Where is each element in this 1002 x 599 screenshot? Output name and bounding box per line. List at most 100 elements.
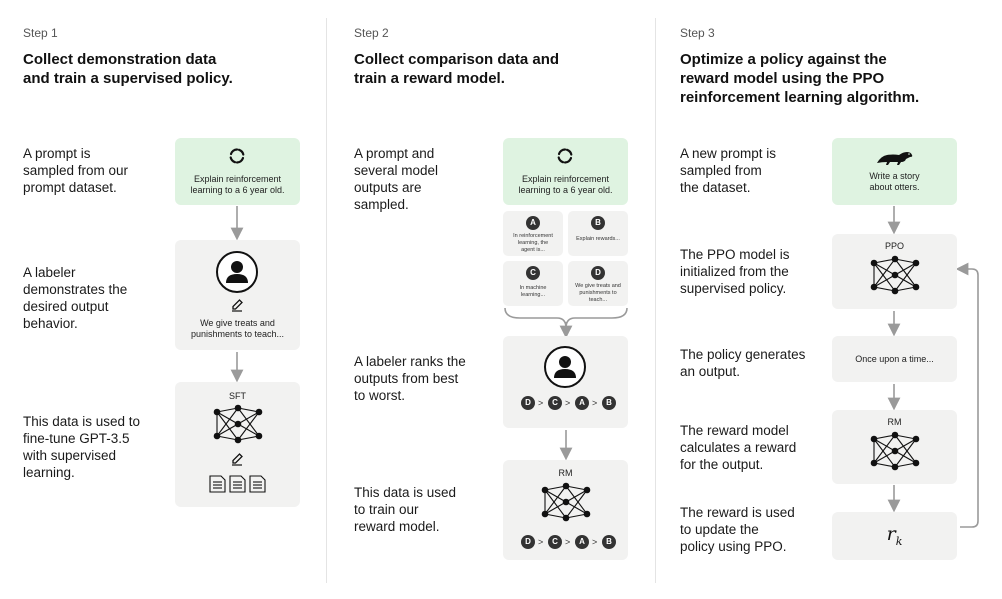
rank-separator: > [592, 398, 598, 408]
desc-line: A labeler ranks the [354, 354, 466, 369]
step2-prompt-text: Explain reinforcement learning to a 6 ye… [503, 174, 628, 196]
step3-output-card: Once upon a time... [832, 336, 957, 382]
pencil-icon [232, 299, 243, 312]
step3-title: Optimize a policy against the reward mod… [680, 50, 919, 107]
output-text-d: We give treats and punishments to teach.… [570, 283, 626, 304]
output-badge-a: A [526, 216, 540, 230]
step3-rm-card: RM [832, 410, 957, 484]
desc-line: This data is used [354, 485, 457, 500]
desc-line: desired output [23, 299, 109, 314]
desc-line: demonstrates the [23, 282, 128, 297]
desc-line: The policy generates [680, 347, 806, 362]
step2-label: Step 2 [354, 26, 389, 40]
output-line: In machine [519, 285, 547, 291]
output-badge-c: C [526, 266, 540, 280]
desc-line: A new prompt is [680, 146, 777, 161]
desc-line: initialized from the [680, 264, 789, 279]
rm-label: RM [887, 417, 902, 427]
step3-desc-update: The reward is used to update the policy … [680, 504, 795, 555]
step2-ranking-card: D > C > A > B [503, 336, 628, 428]
step2-desc-ranking: A labeler ranks the outputs from best to… [354, 353, 466, 404]
step3-desc-prompt: A new prompt is sampled from the dataset… [680, 145, 776, 196]
step1-demo-text: We give treats and punishments to teach.… [175, 318, 300, 340]
step3-prompt-card: Write a story about otters. [832, 138, 957, 205]
otter-icon [877, 152, 913, 165]
rank-badge-2: C [548, 396, 562, 410]
step3-title-line-2: reward model using the PPO [680, 70, 885, 87]
step1-sft-card: SFT [175, 382, 300, 507]
output-text-b: Explain rewards... [570, 236, 626, 243]
desc-line: reward model. [354, 519, 440, 534]
output-card-a: A In reinforcement learning, the agent i… [503, 211, 563, 256]
desc-line: to train our [354, 502, 419, 517]
reward-symbol: r [886, 523, 896, 545]
desc-line: several model [354, 163, 439, 178]
output-line: learning... [520, 292, 546, 298]
column-divider-2 [655, 18, 656, 583]
output-line: We give treats and [575, 283, 621, 289]
step3-ppo-card: PPO [832, 234, 957, 309]
step1-title-line-1: Collect demonstration data [23, 51, 217, 68]
step1-label: Step 1 [23, 26, 58, 40]
step3-desc-generate: The policy generates an output. [680, 346, 805, 380]
rm-rank-badge-1: D [521, 535, 535, 549]
output-line: Explain rewards... [576, 236, 620, 242]
desc-line: behavior. [23, 316, 78, 331]
rank-separator: > [565, 537, 571, 547]
card-line: Explain reinforcement [193, 174, 282, 184]
card-line: Write a story [869, 171, 920, 181]
step3-title-line-1: Optimize a policy against the [680, 51, 887, 68]
step1-desc-prompt: A prompt is sampled from our prompt data… [23, 145, 128, 196]
desc-line: The PPO model is [680, 247, 790, 262]
reward-value: rk [832, 523, 957, 548]
rm-rank-badge-4: B [602, 535, 616, 549]
step3-desc-ppo-init: The PPO model is initialized from the su… [680, 246, 790, 297]
step2-title: Collect comparison data and train a rewa… [354, 50, 559, 88]
neural-network-icon [213, 404, 263, 444]
neural-network-icon [541, 482, 591, 522]
desc-line: This data is used to [23, 414, 141, 429]
rm-rank-badge-2: C [548, 535, 562, 549]
step2-prompt-card: Explain reinforcement learning to a 6 ye… [503, 138, 628, 205]
step1-title: Collect demonstration data and train a s… [23, 50, 233, 88]
step2-rm-card: RM D > C > A > B [503, 460, 628, 560]
step2-desc-prompt: A prompt and several model outputs are s… [354, 145, 438, 213]
card-line: learning to a 6 year old. [190, 185, 285, 195]
rank-badge-4: B [602, 396, 616, 410]
neural-network-icon [870, 431, 920, 471]
card-line: about otters. [869, 182, 920, 192]
desc-line: The reward model [680, 423, 789, 438]
output-text-a: In reinforcement learning, the agent is.… [505, 233, 561, 254]
output-line: teach... [588, 297, 608, 303]
output-line: learning, the [517, 240, 549, 246]
rank-badge-3: A [575, 396, 589, 410]
output-card-c: C In machine learning... [503, 261, 563, 306]
card-line: learning to a 6 year old. [518, 185, 613, 195]
step2-title-line-2: train a reward model. [354, 70, 505, 87]
desc-line: sampled. [354, 197, 409, 212]
rank-badge-1: D [521, 396, 535, 410]
desc-line: the dataset. [680, 180, 751, 195]
output-line: agent is... [521, 247, 545, 253]
documents-icon [209, 475, 266, 493]
output-card-b: B Explain rewards... [568, 211, 628, 256]
ppo-label: PPO [884, 241, 904, 251]
output-card-d: D We give treats and punishments to teac… [568, 261, 628, 306]
desc-line: learning. [23, 465, 75, 480]
step3-desc-reward-calc: The reward model calculates a reward for… [680, 422, 796, 473]
neural-network-icon [870, 255, 920, 295]
desc-line: policy using PPO. [680, 539, 787, 554]
desc-line: an output. [680, 364, 741, 379]
refresh-icon [229, 148, 245, 164]
output-text-c: In machine learning... [505, 285, 561, 299]
reward-subscript: k [895, 534, 903, 548]
refresh-icon [557, 148, 573, 164]
pencil-icon [232, 453, 243, 466]
step3-output-text: Once upon a time... [855, 354, 934, 364]
step1-prompt-card: Explain reinforcement learning to a 6 ye… [175, 138, 300, 205]
sft-label: SFT [229, 391, 246, 401]
step2-title-line-1: Collect comparison data and [354, 51, 560, 68]
step2-desc-train: This data is used to train our reward mo… [354, 484, 456, 535]
step3-label: Step 3 [680, 26, 715, 40]
step3-prompt-text: Write a story about otters. [832, 171, 957, 193]
